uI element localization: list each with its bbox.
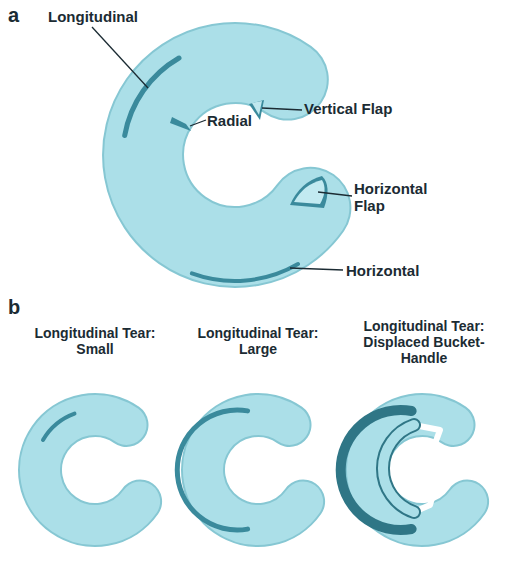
meniscus-bucket xyxy=(341,410,467,530)
leader-lines xyxy=(92,27,352,270)
meniscus-large xyxy=(177,410,303,530)
meniscus-body xyxy=(143,63,310,247)
panel-letter: a xyxy=(8,4,38,26)
part-label: Vertical Flap xyxy=(304,100,414,117)
panel-title: Longitudinal Tear: Large xyxy=(193,325,323,357)
large-tear xyxy=(177,410,247,530)
meniscus-body xyxy=(40,415,140,525)
meniscus-small xyxy=(40,414,140,525)
horizontal-tear xyxy=(192,264,298,281)
vertical-flap-face xyxy=(252,101,262,115)
part-label: Radial xyxy=(207,112,267,129)
bucket-handle xyxy=(383,425,414,512)
meniscus-outline xyxy=(40,415,140,525)
leader-line xyxy=(190,120,206,126)
panel-letter: b xyxy=(8,296,38,318)
leader-line xyxy=(262,108,302,110)
meniscus-body xyxy=(203,415,303,525)
leader-line xyxy=(92,27,148,88)
meniscus-outline xyxy=(203,415,303,525)
meniscus-outline xyxy=(367,415,467,525)
part-label: Horizontal xyxy=(346,262,456,279)
longitudinal-tear xyxy=(125,58,179,136)
gap-light xyxy=(414,425,440,512)
meniscus-a xyxy=(125,58,328,281)
meniscus-body xyxy=(367,415,467,525)
leader-line xyxy=(290,268,343,270)
part-label: Longitudinal xyxy=(48,8,168,25)
leader-line xyxy=(318,192,352,196)
radial-tear xyxy=(170,117,191,131)
part-label: Horizontal Flap xyxy=(354,180,444,214)
panel-title: Longitudinal Tear: Small xyxy=(30,325,160,357)
small-tear xyxy=(43,414,75,440)
meniscus-outline xyxy=(143,63,310,247)
panel-title: Longitudinal Tear: Displaced Bucket-Hand… xyxy=(362,318,486,366)
handle-outline xyxy=(383,425,414,512)
